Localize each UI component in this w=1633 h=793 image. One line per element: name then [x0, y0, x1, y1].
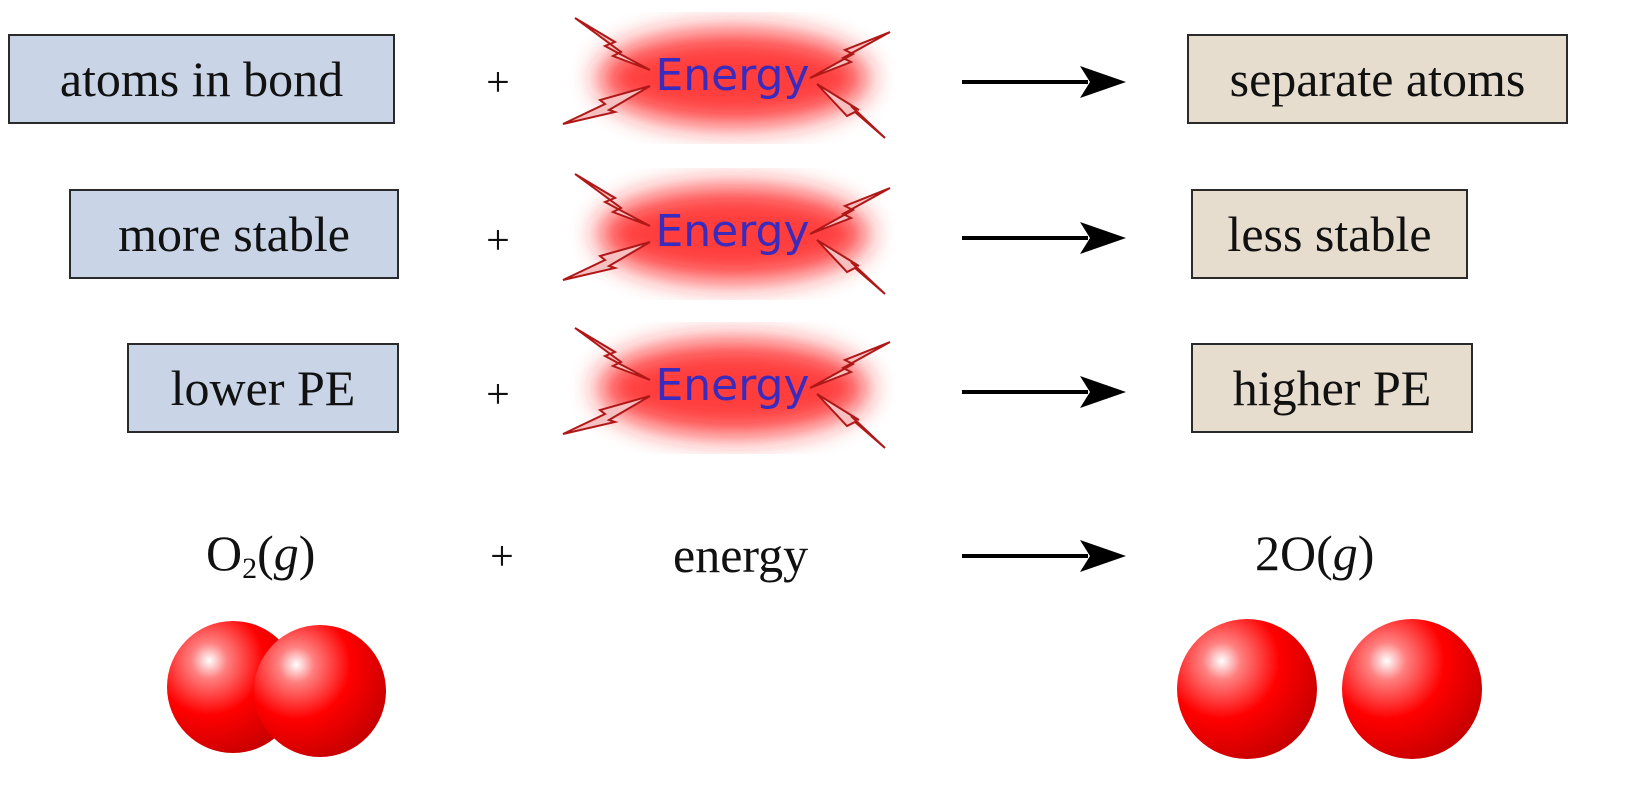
plus-sign: + — [486, 372, 510, 418]
plus-sign: + — [490, 534, 514, 580]
product-box-higher-pe: higher PE — [1191, 343, 1473, 433]
reactant-box-more-stable: more stable — [69, 189, 399, 279]
o2-molecule-icon — [167, 621, 386, 757]
oxygen-atom-icon — [1342, 619, 1482, 759]
right-arrow-icon — [962, 540, 1126, 572]
right-arrow-icon — [962, 66, 1126, 98]
product-box-less-stable: less stable — [1191, 189, 1468, 279]
plus-sign: + — [486, 218, 510, 264]
energy-label: Energy — [655, 206, 810, 257]
product-formula-2o: 2O(g) — [1255, 525, 1375, 581]
energy-label: Energy — [655, 50, 810, 101]
energy-term: energy — [673, 527, 809, 583]
energy-burst-icon: Energy — [555, 12, 910, 144]
right-arrow-icon — [962, 222, 1126, 254]
energy-label: Energy — [655, 360, 810, 411]
product-box-separate-atoms: separate atoms — [1187, 34, 1568, 124]
plus-sign: + — [486, 60, 510, 106]
energy-burst-icon: Energy — [555, 322, 910, 454]
energy-burst-icon: Energy — [555, 168, 910, 300]
reactant-box-atoms-in-bond: atoms in bond — [8, 34, 395, 124]
reactant-formula-o2: O2(g) — [206, 525, 316, 585]
reactant-box-lower-pe: lower PE — [127, 343, 399, 433]
right-arrow-icon — [962, 376, 1126, 408]
oxygen-atom-icon — [1177, 619, 1317, 759]
